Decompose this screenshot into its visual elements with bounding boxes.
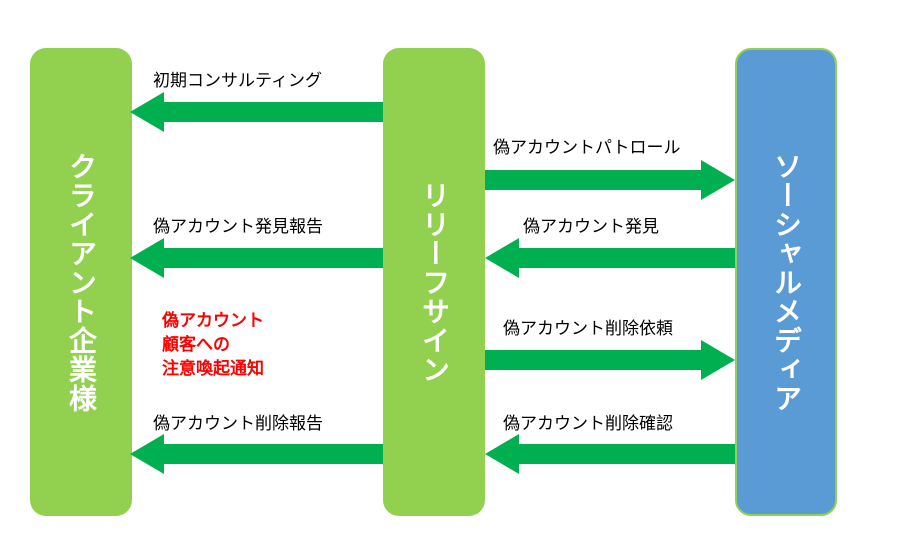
arrow-delete-confirm: [485, 434, 735, 474]
arrow-fake-report: [130, 238, 383, 278]
relief-sign-column: リリーフサイン: [383, 48, 485, 516]
arrow-patrol: [485, 160, 735, 200]
notice-line-1: 偽アカウント: [162, 311, 264, 331]
arrow-initial-consulting: [130, 92, 383, 132]
social-media-label: ソーシャルメディア: [770, 151, 803, 413]
label-delete-request: 偽アカウント削除依頼: [503, 319, 673, 339]
label-fake-report: 偽アカウント発見報告: [153, 217, 323, 237]
arrow-delete-report: [130, 434, 383, 474]
relief-sign-label: リリーフサイン: [418, 180, 451, 384]
label-patrol: 偽アカウントパトロール: [493, 138, 681, 158]
label-found: 偽アカウント発見: [523, 217, 659, 237]
customer-notice: 偽アカウント 顧客への 注意喚起通知: [162, 309, 264, 381]
label-initial-consulting: 初期コンサルティング: [153, 71, 322, 91]
arrow-found: [485, 238, 735, 278]
label-delete-confirm: 偽アカウント削除確認: [503, 414, 673, 434]
client-column: クライアント企業様: [30, 48, 132, 516]
social-media-column: ソーシャルメディア: [735, 48, 837, 516]
notice-line-2: 顧客への: [162, 335, 230, 355]
notice-line-3: 注意喚起通知: [162, 359, 264, 379]
client-label: クライアント企業様: [65, 151, 98, 413]
arrow-delete-request: [485, 340, 735, 380]
label-delete-report: 偽アカウント削除報告: [153, 414, 323, 434]
